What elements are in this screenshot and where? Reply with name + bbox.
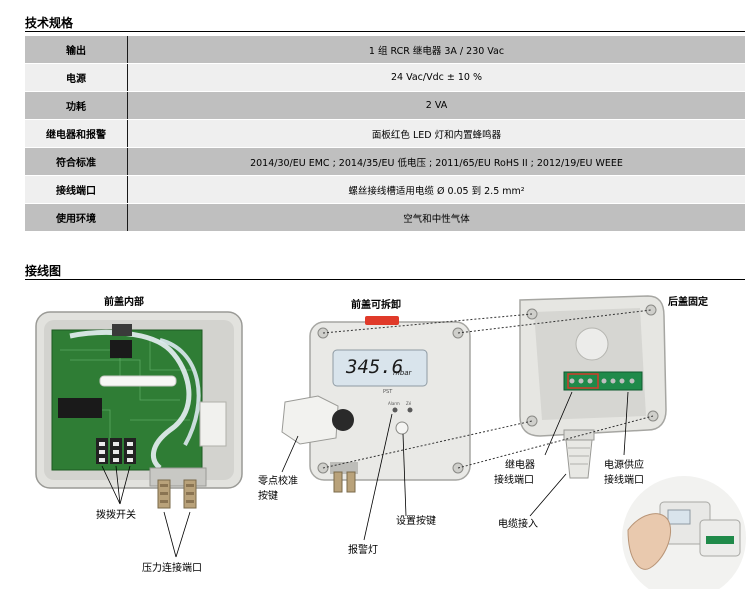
spec-value: 24 Vac/Vdc ± 10 %: [390, 72, 482, 83]
spec-row: 符合标准 2014/30/EU EMC ; 2014/35/EU 低电压 ; 2…: [25, 148, 745, 176]
callout-pressure-ports: 压力连接端口: [142, 563, 202, 574]
callout-relay-terminal-line2: 接线端口: [494, 475, 534, 486]
spec-label: 功耗: [25, 92, 128, 119]
alarm-led: [392, 407, 398, 413]
callout-lines: [101, 391, 629, 558]
pcb-device: [35, 311, 243, 509]
spec-row: 接线端口 螺丝接线槽适用电缆 Ø 0.05 到 2.5 mm²: [25, 176, 745, 204]
lcd-unit: mbar: [393, 369, 412, 377]
spec-label: 输出: [25, 36, 128, 63]
spec-label: 接线端口: [25, 176, 128, 203]
spec-row: 使用环境 空气和中性气体: [25, 204, 745, 232]
front-cover-device: [281, 316, 471, 493]
panel-title-front-inside: 前盖内部: [104, 297, 144, 308]
callout-alarm-light: 报警灯: [348, 545, 378, 556]
spec-value: 空气和中性气体: [403, 213, 470, 225]
pressure-port: [183, 479, 197, 509]
wiring-section-title: 接线图: [25, 264, 62, 278]
spec-row: 电源 24 Vac/Vdc ± 10 %: [25, 64, 745, 92]
spec-label: 使用环境: [25, 204, 128, 231]
installation-photo: [622, 476, 746, 589]
alarm-led-label: Alarm: [388, 401, 400, 406]
spec-value: 2 VA: [425, 100, 448, 111]
lcd-reading: 345.6: [346, 356, 404, 378]
spec-title-rule: [25, 31, 745, 32]
panel-title-rear-fixed: 后盖固定: [668, 297, 708, 308]
lcd-display: [332, 349, 428, 387]
rear-cover-device: [519, 295, 667, 479]
callout-cable-entry: 电缆接入: [498, 519, 538, 530]
wiring-title-rule: [25, 279, 745, 280]
spec-table: 输出 1 组 RCR 继电器 3A / 230 Vac 电源 24 Vac/Vd…: [25, 36, 745, 232]
spec-value: 2014/30/EU EMC ; 2014/35/EU 低电压 ; 2011/6…: [250, 157, 623, 169]
spec-row: 继电器和报警 面板红色 LED 灯和内置蜂鸣器: [25, 120, 745, 148]
callout-dip-switch: 拨拨开关: [96, 510, 136, 521]
alarm-cover-tab: [365, 316, 399, 325]
spec-value: 1 组 RCR 继电器 3A / 230 Vac: [368, 45, 505, 57]
zero-calibration-key[interactable]: [281, 395, 339, 445]
cable-gland: [563, 429, 595, 479]
spec-section-title: 技术规格: [25, 16, 74, 30]
spec-row: 输出 1 组 RCR 继电器 3A / 230 Vac: [25, 36, 745, 64]
pressure-port: [157, 479, 171, 509]
callout-zero-key-line2: 按键: [258, 491, 278, 502]
spec-label: 继电器和报警: [25, 120, 128, 147]
spec-label: 电源: [25, 64, 128, 91]
spec-label: 符合标准: [25, 148, 128, 175]
zero-led-label: Zé: [406, 401, 412, 406]
spec-value: 面板红色 LED 灯和内置蜂鸣器: [371, 129, 502, 141]
panel-title-front-removable: 前盖可拆卸: [351, 300, 401, 311]
callout-power-terminal-line1: 电源供应: [604, 460, 644, 471]
callout-relay-terminal-line1: 继电器: [505, 460, 535, 471]
callout-set-key: 设置按键: [396, 516, 436, 527]
callout-power-terminal-line2: 接线端口: [604, 475, 644, 486]
callout-zero-key-line1: 零点校准: [258, 476, 298, 487]
spec-row: 功耗 2 VA: [25, 92, 745, 120]
assembly-guides: [322, 309, 654, 469]
set-key[interactable]: [395, 421, 409, 435]
model-label: PST: [383, 389, 393, 395]
spec-value: 螺丝接线槽适用电缆 Ø 0.05 到 2.5 mm²: [348, 185, 525, 197]
